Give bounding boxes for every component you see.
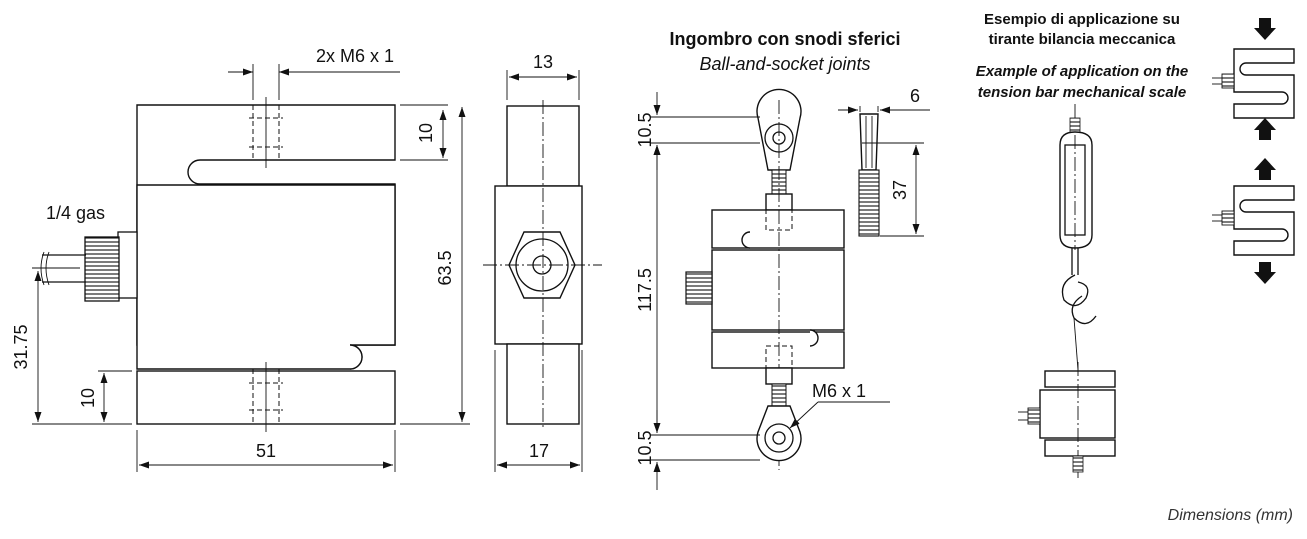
joint-bottom-dim: 10.5 [635,430,655,465]
height-dim: 63.5 [435,250,455,285]
rod-length-dim: 37 [890,180,910,200]
rod-width-dim: 6 [910,86,920,106]
app-subtitle-line2: tension bar mechanical scale [978,84,1186,101]
front-view: 2x M6 x 1 1/4 gas 10 63.5 31.75 10 51 [11,46,470,472]
joint-thread-callout: M6 x 1 [812,381,866,401]
ball-joint-view: Ingombro con snodi sferici Ball-and-sock… [635,29,930,490]
app-title-line2: tirante bilancia meccanica [989,31,1176,48]
thread-hole-bottom [249,362,283,432]
units-note: Dimensions (mm) [1168,507,1293,524]
joints-title: Ingombro con snodi sferici [669,29,900,49]
joint-center-dim: 117.5 [635,268,655,312]
s-beam-body [136,184,396,370]
width-dim: 51 [256,441,276,461]
app-subtitle-line1: Example of application on the [976,63,1189,80]
bottom-arm-dim: 10 [78,388,98,408]
cable-gland [40,231,138,302]
thread-callout: 2x M6 x 1 [316,46,394,66]
tension-diagram [1212,158,1295,284]
thread-hole-top [249,97,283,168]
joint-top-dim: 10.5 [635,112,655,147]
thread-axis-dim: 31.75 [11,324,31,369]
application-example: Esempio di applicazione su tirante bilan… [976,11,1295,478]
app-title-line1: Esempio di applicazione su [984,11,1180,28]
joints-subtitle: Ball-and-socket joints [699,54,870,74]
top-arm-dim: 10 [416,123,436,143]
side-view: 13 17 [483,52,602,472]
side-bottom-dim: 17 [529,441,549,461]
compression-diagram [1212,18,1295,140]
side-top-dim: 13 [533,52,553,72]
gas-callout: 1/4 gas [46,203,105,223]
